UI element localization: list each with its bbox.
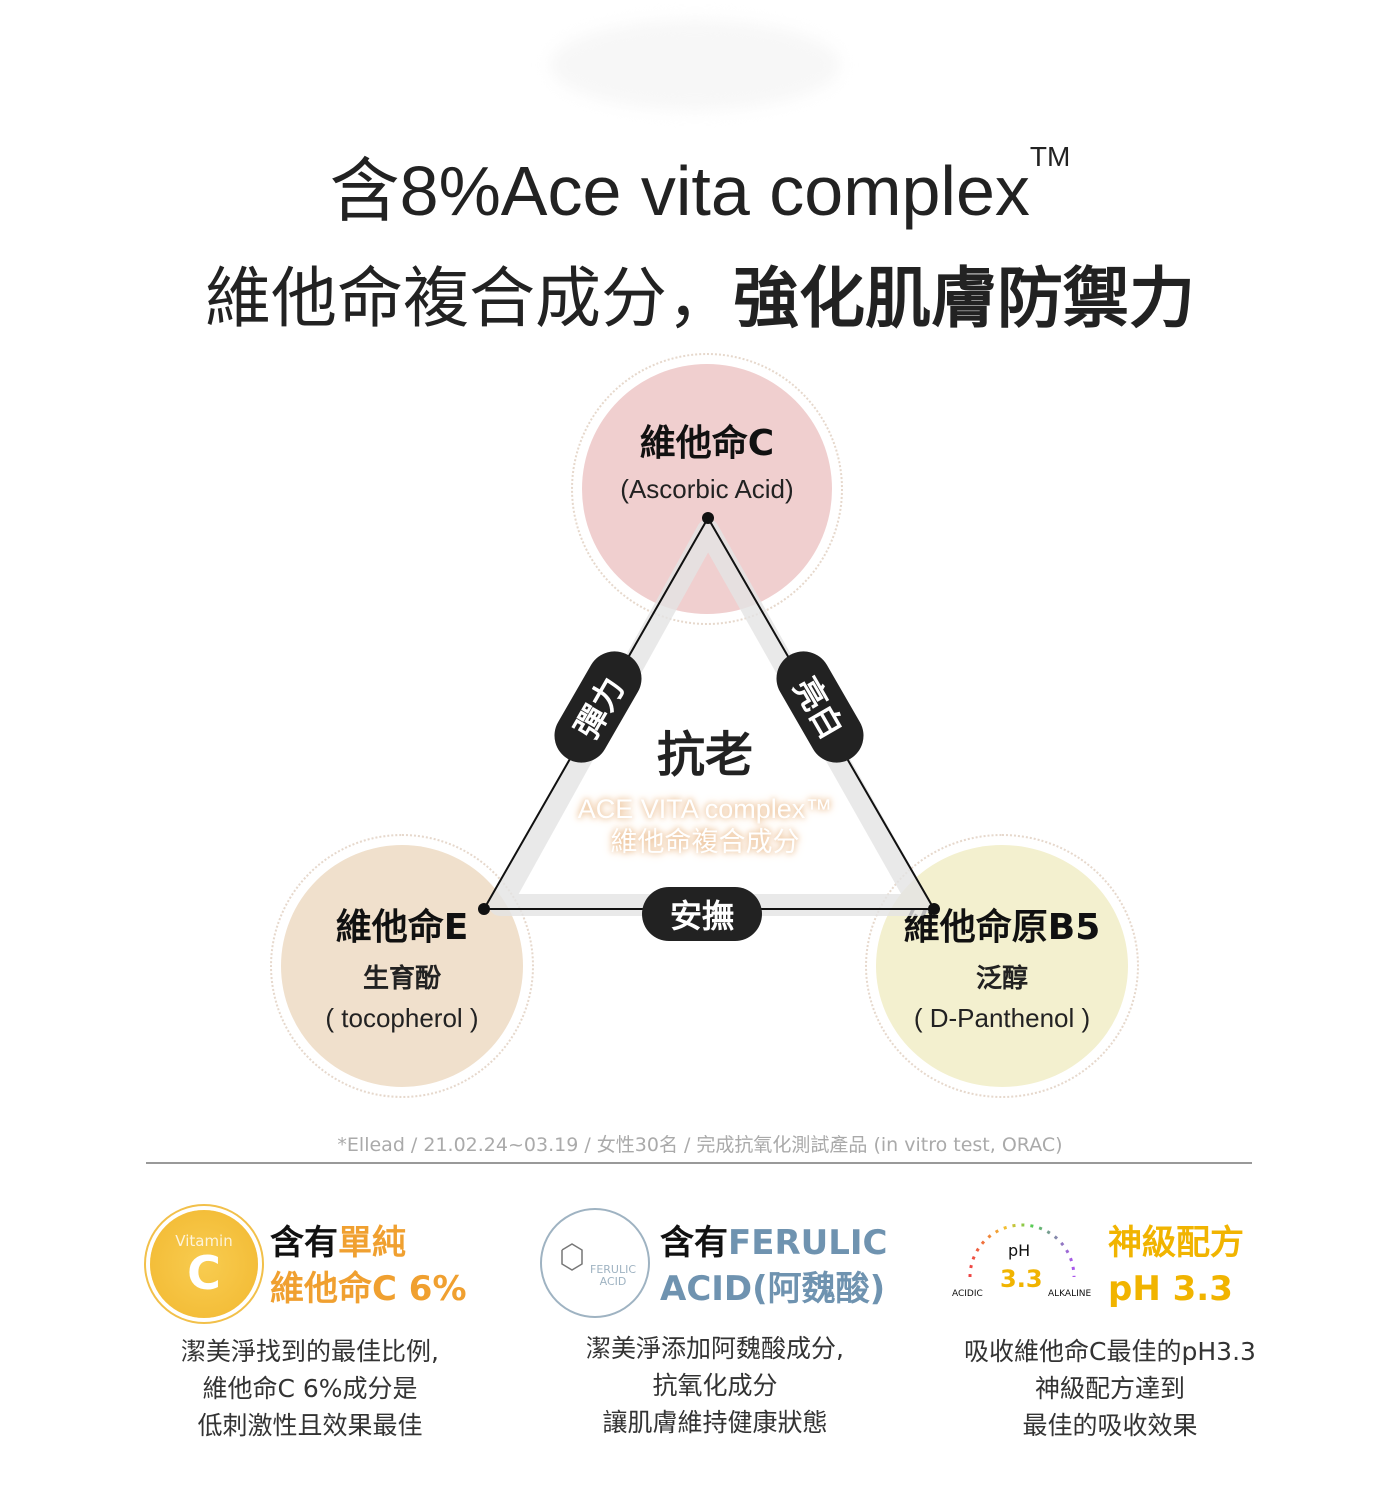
- center-title: 抗老: [656, 727, 753, 783]
- vertex-dot: [702, 512, 714, 524]
- divider: [146, 1162, 1252, 1164]
- edge-label-soothing: 安撫: [642, 887, 762, 941]
- feature-desc-vitamin-c: 潔美淨找到的最佳比例,維他命C 6%成分是低刺激性且效果最佳: [181, 1337, 439, 1440]
- vertex-dot: [928, 903, 940, 915]
- feature-desc-ferulic: 潔美淨添加阿魏酸成分,抗氧化成分讓肌膚維持健康狀態: [586, 1334, 844, 1437]
- vitamin-e-circle: 維他命E 生育酚 ( tocopherol ): [270, 834, 534, 1098]
- decorative-glow: [550, 20, 840, 110]
- footnote: *Ellead / 21.02.24~03.19 / 女性30名 / 完成抗氧化…: [337, 1134, 1063, 1156]
- feature-title-vitamin-c: 含有單純 維他命C 6%: [270, 1223, 467, 1309]
- feature-title-ferulic: 含有FERULIC ACID(阿魏酸): [660, 1223, 888, 1309]
- vertex-dot: [478, 903, 490, 915]
- vitamin-c-circle: 維他命C (Ascorbic Acid): [571, 353, 843, 625]
- headline: 含8%Ace vita complexTM: [329, 141, 1071, 230]
- subheadline: 維他命複合成分，強化肌膚防禦力: [205, 260, 1195, 337]
- ph-gauge-icon: pH 3.3 ACIDIC ALKALINE: [950, 1215, 1095, 1305]
- vitamin-c-icon: Vitamin C: [150, 1210, 258, 1318]
